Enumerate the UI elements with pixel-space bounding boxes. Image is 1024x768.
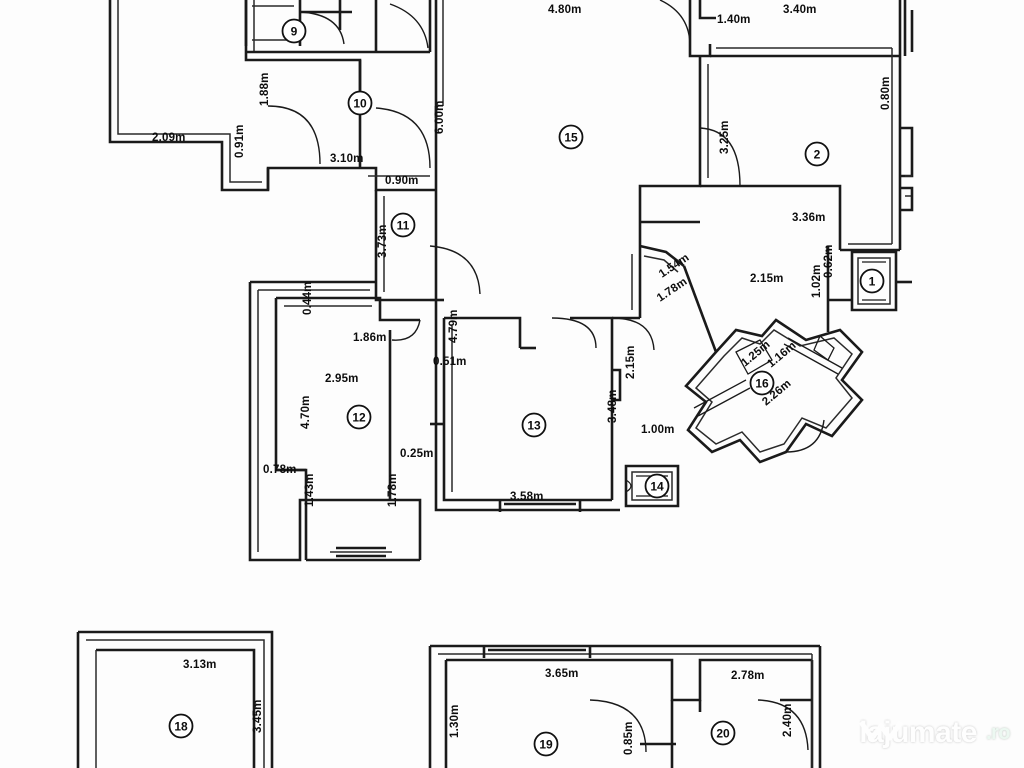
dimension-label: 3.73m	[377, 224, 389, 258]
dimension-label: 0.51m	[433, 356, 467, 368]
room-marker-19[interactable]: 19	[533, 731, 559, 757]
dimension-label: 3.36m	[792, 212, 826, 224]
dimension-label: 3.13m	[183, 659, 217, 671]
dimension-label: 0.62m	[823, 244, 835, 278]
dimension-label: 3.25m	[719, 120, 731, 154]
room-number-label: 12	[352, 411, 366, 425]
room-number-label: 20	[716, 727, 730, 741]
dimension-label: 4.79m	[448, 309, 460, 343]
dimension-label: 2.09m	[152, 132, 186, 144]
room-marker-circle	[644, 473, 670, 499]
room-marker-11[interactable]: 11	[390, 212, 416, 238]
room-marker-10[interactable]: 10	[347, 90, 373, 116]
room-marker-18[interactable]: 18	[168, 713, 194, 739]
room-marker-circle	[558, 124, 584, 150]
room-marker-circle	[168, 713, 194, 739]
room-marker-9[interactable]: 9	[281, 18, 307, 44]
room-marker-circle	[749, 370, 775, 396]
room-marker-15[interactable]: 15	[558, 124, 584, 150]
room-number-label: 13	[527, 419, 541, 433]
dimension-label: 1.30m	[449, 704, 461, 738]
room-marker-circle	[347, 90, 373, 116]
room-marker-14[interactable]: 14	[644, 473, 670, 499]
room-number-label: 16	[755, 377, 769, 391]
room-number-label: 19	[539, 738, 553, 752]
room-number-label: 1	[869, 275, 876, 289]
dimension-label: 0.78m	[263, 464, 297, 476]
dimension-label: 0.25m	[400, 448, 434, 460]
room-number-label: 2	[814, 148, 821, 162]
lower-section-walls	[76, 630, 822, 768]
room-marker-circle	[710, 720, 736, 746]
dimension-label: 0.44m	[302, 281, 314, 315]
dimension-label: 3.65m	[545, 668, 579, 680]
room-marker-circle	[521, 412, 547, 438]
room-number-label: 9	[291, 25, 298, 39]
dimension-label: 4.70m	[300, 395, 312, 429]
dimension-label: 0.80m	[880, 76, 892, 110]
room-marker-circle	[346, 404, 372, 430]
dimension-label: 2.15m	[625, 345, 637, 379]
room-marker-circle	[390, 212, 416, 238]
dimension-label: 1.88m	[259, 72, 271, 106]
room-marker-circle	[533, 731, 559, 757]
room-marker-circle	[804, 141, 830, 167]
room-number-label: 11	[397, 219, 410, 233]
room-marker-circle	[859, 268, 885, 294]
dimension-label: 2.78m	[731, 670, 765, 682]
door-swings	[267, 0, 741, 351]
room-marker-2[interactable]: 2	[804, 141, 830, 167]
dimension-label: 1.40m	[717, 14, 751, 26]
dimension-label: 3.58m	[510, 491, 544, 503]
upper-apartment-walls	[108, 0, 914, 562]
dimension-label: 2.15m	[750, 273, 784, 285]
room-marker-1[interactable]: 1	[859, 268, 885, 294]
room-number-label: 15	[564, 131, 578, 145]
dimension-label: 1.78m	[387, 473, 399, 507]
dimension-label: 6.00m	[434, 100, 446, 134]
dimension-label: 2.40m	[782, 703, 794, 737]
dimension-label: 3.10m	[330, 153, 364, 165]
dimension-label: 1.86m	[353, 332, 387, 344]
room-number-label: 10	[353, 97, 367, 111]
dimension-label: 1.43m	[304, 473, 316, 507]
room-marker-16[interactable]: 16	[749, 370, 775, 396]
room-marker-20[interactable]: 20	[710, 720, 736, 746]
dimension-label: 1.00m	[641, 424, 675, 436]
dimension-label: 2.95m	[325, 373, 359, 385]
dimension-label: 3.45m	[252, 699, 264, 733]
dimension-label: 0.91m	[234, 124, 246, 158]
dimension-label: 4.80m	[548, 4, 582, 16]
room-marker-13[interactable]: 13	[521, 412, 547, 438]
room-number-label: 14	[650, 480, 664, 494]
dimension-label: 0.90m	[385, 175, 419, 187]
diagonal-bathroom-group	[684, 318, 864, 464]
dimension-label: 3.48m	[607, 389, 619, 423]
room-marker-12[interactable]: 12	[346, 404, 372, 430]
dimension-label: 0.85m	[623, 721, 635, 755]
dimension-label: 1.02m	[811, 264, 823, 298]
room-number-label: 18	[174, 720, 188, 734]
dimension-label: 3.40m	[783, 4, 817, 16]
room-marker-circle	[281, 18, 307, 44]
